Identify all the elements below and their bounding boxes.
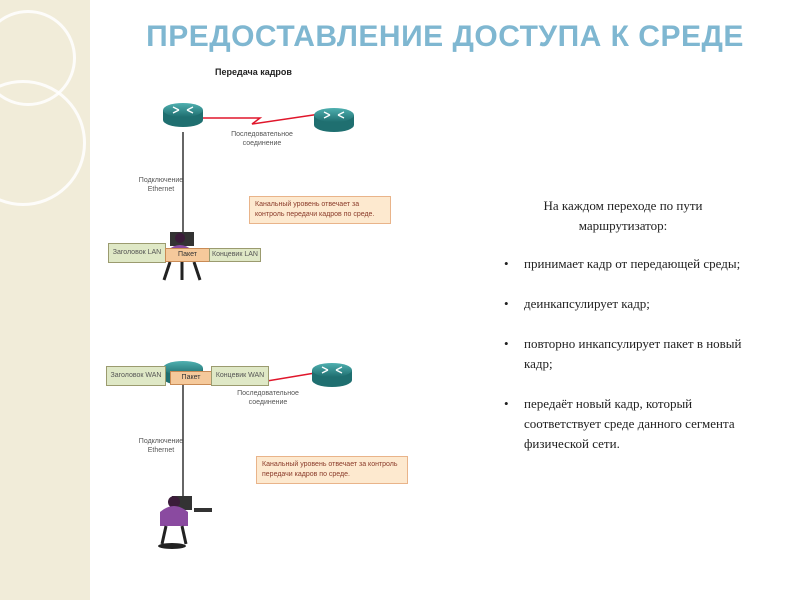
- router-icon: [314, 108, 354, 132]
- data-link-note: Канальный уровень отвечает за контроль п…: [249, 196, 391, 224]
- frame-packet: Пакет: [170, 371, 212, 385]
- router-steps-panel: На каждом переходе по пути маршрутизатор…: [498, 196, 748, 474]
- slide-title: ПРЕДОСТАВЛЕНИЕ ДОСТУПА К СРЕДЕ: [146, 20, 744, 53]
- data-link-note: Канальный уровень отвечает за контроль п…: [256, 456, 408, 484]
- bullet: •: [504, 256, 509, 271]
- frame-header-wan: Заголовок WAN: [106, 366, 166, 386]
- decorative-sidebar: [0, 0, 90, 600]
- list-item: • принимает кадр от передающей среды;: [498, 254, 748, 274]
- list-item: • передаёт новый кадр, который соответств…: [498, 394, 748, 454]
- list-item-text: деинкапсулирует кадр;: [524, 296, 650, 311]
- list-item: • повторно инкапсулирует пакет в новый ка…: [498, 334, 748, 374]
- router-icon: [163, 103, 203, 127]
- serial-connection-label: Последовательное соединение: [237, 390, 299, 406]
- frame-header-lan: Заголовок LAN: [108, 243, 166, 263]
- list-item-text: передаёт новый кадр, который соответству…: [524, 396, 735, 451]
- serial-link-top: [200, 113, 321, 125]
- router-steps-list: • принимает кадр от передающей среды; • де…: [498, 254, 748, 454]
- bullet: •: [504, 336, 509, 351]
- router-icon: [312, 363, 352, 387]
- frame-packet: Пакет: [165, 248, 210, 262]
- list-item-text: повторно инкапсулирует пакет в новый кад…: [524, 336, 742, 371]
- list-item: • деинкапсулирует кадр;: [498, 294, 748, 314]
- user-workstation-icon: [158, 496, 212, 549]
- ethernet-connection-label: Подключение Ethernet: [138, 438, 184, 454]
- list-item-text: принимает кадр от передающей среды;: [524, 256, 741, 271]
- frame-trailer-wan: Концевик WAN: [211, 366, 269, 386]
- bullet: •: [504, 296, 509, 311]
- ethernet-connection-label: Подключение Ethernet: [138, 177, 184, 193]
- decorative-ring: [0, 10, 76, 106]
- bullet: •: [504, 396, 509, 411]
- diagram-title: Передача кадров: [215, 67, 292, 77]
- router-steps-heading: На каждом переходе по пути маршрутизатор…: [543, 198, 703, 233]
- serial-connection-label: Последовательное соединение: [231, 131, 293, 147]
- frame-trailer-lan: Концевик LAN: [209, 248, 261, 262]
